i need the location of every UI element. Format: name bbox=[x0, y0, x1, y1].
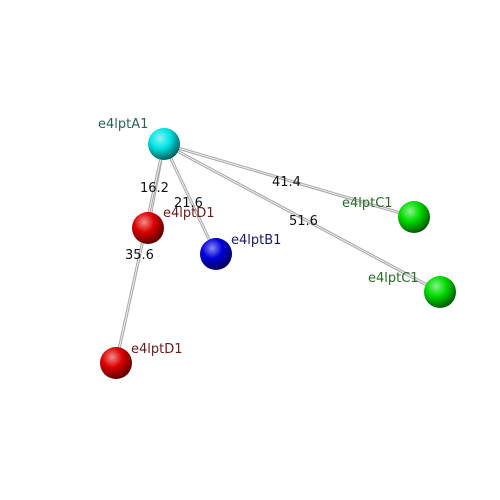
atom-label-d1a: e4lptD1 bbox=[163, 206, 215, 221]
atom-label-c1b: e4lptC1 bbox=[368, 271, 419, 286]
distance-line-highlight bbox=[115, 143, 165, 364]
distance-labels: 16.2 21.6 35.6 41.4 51.6 bbox=[125, 175, 318, 263]
atoms bbox=[100, 128, 456, 379]
distance-label-a1-c1a: 41.4 bbox=[272, 175, 301, 190]
distance-line-highlight bbox=[163, 143, 415, 218]
distance-line-highlight bbox=[163, 143, 441, 293]
atom-label-c1a: e4lptC1 bbox=[342, 196, 393, 211]
distance-line-highlight bbox=[163, 143, 217, 255]
atom-labels: e4lptA1 e4lptD1 e4lptB1 e4lptC1 e4lptC1 e4lpt… bbox=[98, 117, 419, 357]
distance-label-a1-c1b: 51.6 bbox=[289, 214, 318, 229]
atom-a1[interactable] bbox=[148, 128, 180, 160]
atom-label-d1b: e4lptD1 bbox=[131, 342, 183, 357]
distance-label-a1-b1: 21.6 bbox=[174, 196, 203, 211]
atom-label-a1: e4lptA1 bbox=[98, 117, 148, 132]
atom-b1[interactable] bbox=[200, 238, 232, 270]
distance-label-a1-d1b: 35.6 bbox=[125, 248, 154, 263]
distance-lines bbox=[114, 142, 442, 365]
atom-d1a[interactable] bbox=[132, 212, 164, 244]
atom-d1b[interactable] bbox=[100, 347, 132, 379]
atom-c1b[interactable] bbox=[424, 276, 456, 308]
atom-label-b1: e4lptB1 bbox=[231, 233, 281, 248]
distance-label-a1-d1a: 16.2 bbox=[140, 181, 169, 196]
atom-c1a[interactable] bbox=[398, 201, 430, 233]
